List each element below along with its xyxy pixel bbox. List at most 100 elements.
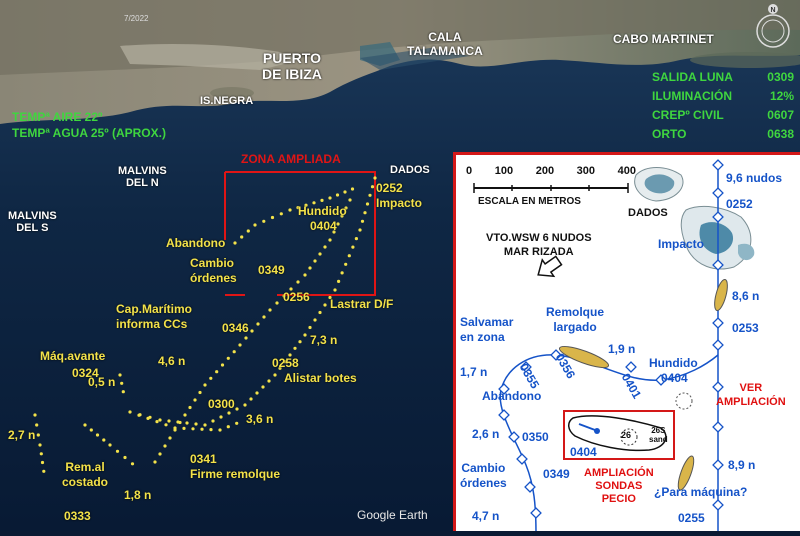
track-dot [191, 427, 195, 431]
waypoint-marker [524, 481, 536, 493]
track-dot [304, 203, 308, 207]
track-dot [185, 421, 189, 425]
track-dot [313, 318, 317, 322]
track-dot [227, 411, 231, 415]
route-time-0404: 0404 [661, 371, 688, 385]
track-dot [350, 187, 355, 191]
track-time-0349: 0349 [258, 263, 285, 277]
track-label-cambio-ordenes: Cambio órdenes [190, 256, 237, 285]
track-dot [343, 190, 347, 194]
waypoint-marker [550, 349, 562, 361]
track-dot [318, 252, 322, 256]
route-label-remolque: Remolque largado [546, 305, 605, 334]
track-dot [344, 206, 348, 210]
track-dot [335, 193, 340, 197]
track-dot [262, 315, 266, 319]
waypoint-marker [712, 187, 724, 199]
track-dot [194, 422, 198, 426]
compass-icon[interactable]: N [756, 4, 790, 48]
track-dot [336, 222, 340, 226]
waypoint-marker [625, 361, 637, 373]
track-time-0252: 0252 [376, 181, 403, 195]
track-speed-1-8: 1,8 n [124, 488, 152, 502]
track-dot [235, 407, 239, 411]
track-dot [253, 223, 257, 227]
waypoint-marker [520, 361, 532, 373]
waypoint-marker [498, 409, 510, 421]
track-dot [220, 363, 225, 367]
track-label-lastrar: Lastrar D/F [330, 297, 394, 311]
track-label-rem-al-costado: Rem.al costado [62, 460, 109, 489]
track-dot [323, 303, 327, 307]
zoom-soundings-label: AMPLIACIÓN SONDAS PECIO [584, 467, 654, 505]
track-dot [198, 390, 202, 395]
svg-text:N: N [770, 7, 775, 14]
track-dot [320, 198, 324, 202]
track-dot [215, 370, 219, 374]
track-dot [308, 325, 312, 330]
track-dot [289, 287, 293, 291]
track-speed-0-5: 0,5 n [88, 375, 116, 389]
track-time-0256: 0256 [283, 290, 310, 304]
ship-icon [714, 278, 728, 312]
track-dot [283, 360, 287, 364]
see-zoom-label: VER AMPLIACIÓN [716, 382, 786, 408]
track-label-firme-remolque: Firme remolque [190, 467, 281, 481]
track-dot [250, 329, 254, 333]
track-time-0258: 0258 [272, 356, 299, 370]
waypoint-marker [508, 431, 520, 443]
track-dot [261, 385, 265, 389]
track-dot [146, 416, 150, 420]
track-dot [203, 423, 207, 427]
track-dot [312, 201, 316, 205]
ship-icon [558, 345, 610, 369]
waypoint-marker [712, 339, 724, 351]
track-dot [233, 241, 237, 245]
track-dot [358, 228, 362, 232]
track-label-impacto: Impacto [376, 196, 423, 210]
track-dot [155, 420, 159, 424]
track-speed-3-6: 3,6 n [246, 412, 274, 426]
wreck-zoom-box[interactable]: 26 26S sand [563, 410, 675, 460]
track-dot [368, 193, 372, 197]
track-dot [121, 390, 125, 394]
track-dot [348, 198, 352, 202]
track-dot [40, 460, 45, 465]
place-puerto-ibiza: PUERTO DE IBIZA [262, 50, 322, 82]
track-dot [38, 443, 42, 447]
track-dot [153, 460, 157, 464]
track-dot [42, 469, 46, 473]
track-dot [158, 418, 162, 422]
track-dot [275, 301, 279, 305]
track-dot [293, 346, 297, 350]
track-dot [89, 428, 93, 432]
route-label-cambio: Cambio órdenes [460, 461, 507, 490]
track-dot [370, 185, 375, 189]
track-dot [298, 340, 302, 344]
track-dot [164, 423, 168, 427]
track-dot [182, 426, 186, 430]
waypoint-marker [712, 159, 724, 171]
wind-info: VTO.WSW 6 NUDOS MAR RIZADA [486, 232, 592, 258]
track-dot [308, 266, 312, 270]
wind-arrow-icon [537, 255, 563, 278]
track-dot [211, 419, 215, 423]
track-label-hundido: Hundido [298, 204, 347, 218]
wreck-soundings-chart [568, 415, 667, 452]
track-dot [373, 176, 377, 180]
track-dot [219, 415, 223, 419]
track-dot [209, 428, 213, 432]
track-dot [137, 413, 141, 417]
track-dot [168, 436, 172, 440]
track-dot [340, 214, 344, 218]
waypoint-marker [655, 374, 667, 386]
route-time-0350: 0350 [522, 430, 549, 444]
track-dot [218, 428, 222, 432]
zone-title: ZONA AMPLIADA [241, 152, 341, 166]
waypoint-marker [712, 381, 724, 393]
route-speed-9-6: 9,6 nudos [726, 171, 783, 185]
track-dot [354, 237, 358, 241]
